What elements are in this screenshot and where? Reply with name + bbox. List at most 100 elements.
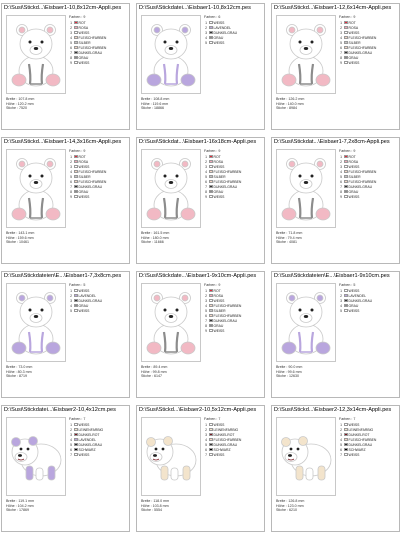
color-label: FLEISCHFARBEN — [348, 45, 377, 50]
color-label: GRAU — [78, 55, 89, 60]
color-index: 6 — [205, 447, 207, 452]
color-row: 2 ROSA — [69, 25, 127, 30]
color-label: WEISS — [78, 30, 90, 35]
color-row: 8 GRAU — [69, 189, 127, 194]
color-swatch — [73, 189, 78, 194]
stitch-count: Stiche : 11666 — [141, 240, 164, 245]
color-swatch — [73, 45, 78, 50]
color-label: DUNKELGRAU — [78, 50, 103, 55]
color-list: Farben : 7 1 WEISS 2 LEINENFARBIG 3 DUNK… — [339, 417, 397, 457]
color-swatch — [343, 288, 348, 293]
color-label: FLEISCHFARBEN — [348, 35, 377, 40]
color-index: 1 — [205, 20, 207, 25]
design-card[interactable]: D:\Susi\Stickdat...\Eisbaer1-7,2x8cm-App… — [271, 137, 400, 264]
color-count: Farben : 6 — [204, 15, 221, 19]
color-label: LAVENDEL — [78, 293, 96, 298]
color-index: 4 — [340, 437, 342, 442]
color-label: DUNKELGRAU — [348, 50, 373, 55]
design-card[interactable]: D:\Susi\Stickd...\Eisbaer1-14,3x16cm-App… — [1, 137, 130, 264]
color-label: WEISS — [348, 194, 360, 199]
design-card[interactable]: D:\Susi\Stickd...\Eisbaer1-10,8x12cm-App… — [1, 3, 130, 130]
design-card[interactable]: D:\Susi\Stickdateien\E...\Eisbaer1-7,3x8… — [1, 271, 130, 398]
color-row: 7 DUNKELGRAU — [204, 184, 262, 189]
design-preview[interactable] — [276, 417, 336, 496]
color-row: 2 ROSA — [69, 159, 127, 164]
design-preview[interactable] — [6, 149, 66, 228]
color-index: 2 — [340, 25, 342, 30]
color-index: 4 — [205, 437, 207, 442]
color-row: 2 LAVENDEL — [339, 293, 397, 298]
color-row: 7 DUNKELGRAU — [69, 184, 127, 189]
polar-bear-icon — [281, 436, 332, 481]
color-index: 2 — [205, 159, 207, 164]
design-card[interactable]: D:\Susi\Stickdat...\Eisbaer1-16x18cm-App… — [136, 137, 265, 264]
design-card[interactable]: D:\Susi\Stickdatei...\Eisbaer1-10,8x12cm… — [136, 3, 265, 130]
color-label: ROSA — [78, 25, 89, 30]
stitch-count: Stiche : 10461 — [6, 240, 29, 245]
color-label: WEISS — [78, 288, 90, 293]
color-index: 5 — [340, 308, 342, 313]
stitch-count: Stiche : 6210 — [276, 508, 297, 513]
color-index: 9 — [70, 60, 72, 65]
design-preview[interactable] — [141, 283, 201, 362]
color-index: 1 — [340, 20, 342, 25]
design-stats: Breite : 90.0 mm Höhe : 99.6 mm Stiche :… — [276, 365, 302, 379]
color-row: 9 WEISS — [339, 60, 397, 65]
color-swatch — [343, 298, 348, 303]
color-swatch — [208, 298, 213, 303]
design-preview[interactable] — [276, 283, 336, 362]
color-index: 8 — [70, 189, 72, 194]
color-row: 4 LAVENDEL — [69, 437, 127, 442]
height-value: Höhe : 99.6 mm — [276, 369, 302, 374]
color-swatch — [343, 159, 348, 164]
color-row: 4 FLEISCHFARBEN — [204, 169, 262, 174]
color-index: 1 — [70, 288, 72, 293]
color-row: 5 SILBER — [204, 308, 262, 313]
color-index: 1 — [205, 154, 207, 159]
color-row: 5 SILBER — [69, 174, 127, 179]
color-label: WEISS — [213, 298, 225, 303]
color-index: 4 — [205, 35, 207, 40]
color-label: WEISS — [78, 194, 90, 199]
color-row: 5 DUNKELGRAU — [69, 442, 127, 447]
design-preview[interactable] — [141, 15, 201, 94]
color-label: FLEISCHFARBEN — [348, 179, 377, 184]
design-card[interactable]: D:\Susi\Stickd...\Eisbaer1-12,6x14cm-App… — [271, 3, 400, 130]
design-preview[interactable] — [6, 283, 66, 362]
color-swatch — [208, 422, 213, 427]
color-label: DUNKELROT — [213, 432, 235, 437]
design-card[interactable]: D:\Susi\Stickdateien\E...\Eisbaer1-9x10c… — [271, 271, 400, 398]
color-row: 5 DUNKELGRAU — [204, 442, 262, 447]
design-preview[interactable] — [141, 417, 201, 496]
design-preview[interactable] — [276, 149, 336, 228]
color-swatch — [343, 25, 348, 30]
color-index: 5 — [205, 40, 207, 45]
color-swatch — [208, 313, 213, 318]
design-card[interactable]: D:\Susi\Stickd...\Eisbaer2-12,3x14cm-App… — [271, 405, 400, 532]
color-row: 5 WEISS — [204, 40, 262, 45]
design-card[interactable]: D:\Susi\Stickdatei...\Eisbaer2-10,4x12cm… — [1, 405, 130, 532]
design-preview[interactable] — [141, 149, 201, 228]
width-value: Breite : 108.8 mm — [141, 97, 170, 101]
color-list: Farben : 9 1 ROT 2 ROSA 3 WEISS 4 FLEISC… — [204, 283, 262, 333]
color-list: Farben : 7 1 WEISS 2 LEINENFARBIG 3 DUNK… — [204, 417, 262, 457]
design-preview[interactable] — [276, 15, 336, 94]
color-label: WEISS — [348, 452, 360, 457]
color-swatch — [73, 60, 78, 65]
design-preview[interactable] — [6, 15, 66, 94]
color-index: 5 — [70, 308, 72, 313]
color-list: Farben : 7 1 WEISS 2 LEINENFARBIG 3 DUNK… — [69, 417, 127, 457]
color-label: GRAU — [348, 189, 359, 194]
color-index: 3 — [340, 432, 342, 437]
design-card[interactable]: D:\Susi\Stickdate...\Eisbaer1-9x10cm-App… — [136, 271, 265, 398]
color-label: DUNKELGRAU — [348, 184, 373, 189]
design-card[interactable]: D:\Susi\Stickd...\Eisbaer2-10,5x12cm-App… — [136, 405, 265, 532]
color-index: 7 — [205, 318, 207, 323]
design-stats: Breite : 119.1 mm Höhe : 104.2 mm Stiche… — [6, 499, 34, 513]
color-row: 5 SILBER — [204, 174, 262, 179]
design-preview[interactable] — [6, 417, 66, 496]
color-index: 1 — [340, 422, 342, 427]
color-swatch — [73, 447, 78, 452]
color-label: LEINENFARBIG — [348, 427, 374, 432]
design-filename: D:\Susi\Stickdateien\E...\Eisbaer1-7,3x8… — [4, 273, 122, 279]
